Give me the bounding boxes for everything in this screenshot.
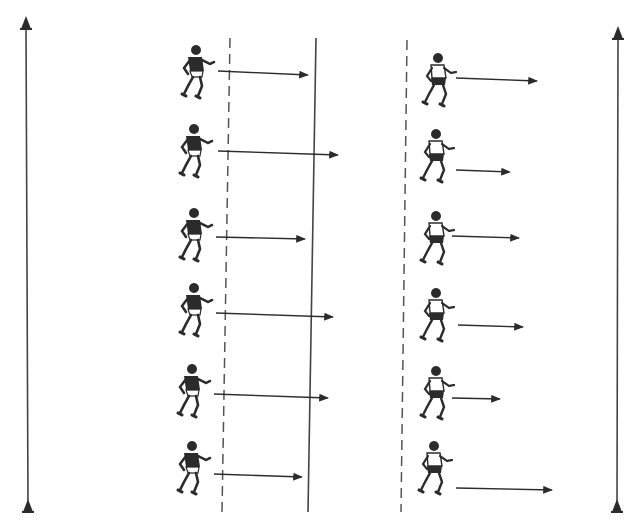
runner-icon xyxy=(178,122,214,179)
runner-icon xyxy=(180,43,216,100)
cone-icon xyxy=(22,499,34,513)
sprint-arrow xyxy=(217,150,339,159)
left-group xyxy=(176,43,216,496)
runner-icon xyxy=(419,286,456,343)
sprint-arrow xyxy=(455,76,538,85)
sprint-arrow xyxy=(451,394,501,403)
right-arrows xyxy=(451,76,553,494)
sprint-arrow xyxy=(455,167,511,176)
right-boundary xyxy=(611,26,624,513)
runner-icon xyxy=(421,51,458,108)
runner-icon xyxy=(419,209,456,266)
runner-icon xyxy=(176,439,212,496)
cone-icon xyxy=(612,26,624,40)
sprint-arrow xyxy=(455,485,553,494)
left-arrows xyxy=(213,70,339,481)
runner-icon xyxy=(419,127,456,184)
sprint-arrow xyxy=(213,472,303,481)
sprint-arrow xyxy=(215,234,306,243)
right-start-line xyxy=(400,39,408,513)
runner-icon xyxy=(417,439,454,496)
runner-icon xyxy=(178,281,214,338)
runner-icon xyxy=(176,362,212,419)
left-boundary xyxy=(20,16,34,513)
sprint-arrow xyxy=(451,233,520,242)
sprint-arrow xyxy=(457,322,524,331)
cone-icon xyxy=(611,499,623,513)
runner-icon xyxy=(178,206,214,263)
runner-icon xyxy=(419,364,456,421)
finish-line xyxy=(307,37,317,513)
left-start-line xyxy=(221,37,231,513)
right-group xyxy=(417,51,458,496)
sprint-arrow xyxy=(217,70,309,79)
sprint-arrow xyxy=(215,312,334,321)
cone-icon xyxy=(20,16,32,30)
sprint-arrow xyxy=(213,393,329,402)
